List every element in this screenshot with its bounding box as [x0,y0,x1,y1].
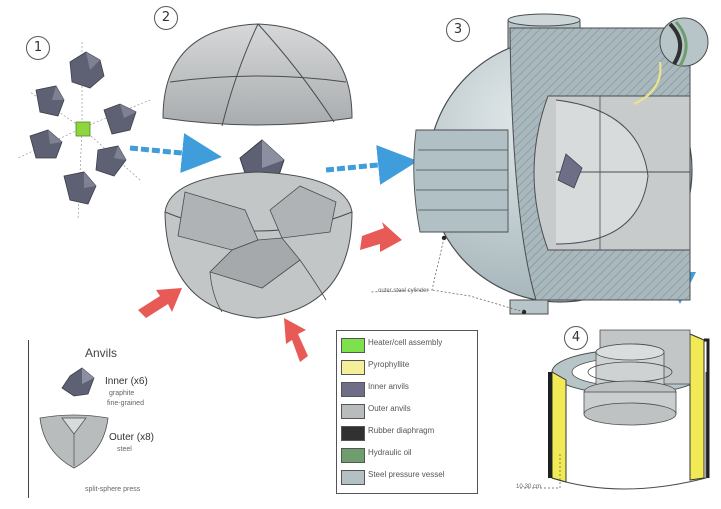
legend-item: Outer anvils [341,403,473,419]
materials-legend: Heater/cell assembly Pyrophyllite Inner … [336,330,478,494]
legend-label: Hydraulic oil [368,448,412,457]
step-number-3: 3 [446,18,470,42]
legend-label: Inner anvils [368,382,409,391]
legend-swatch [341,338,365,353]
anvils-legend-box: Anvils Inner (x6) graphite fine-grained … [28,340,189,498]
outer-anvil-label: Outer (x8) [109,432,155,443]
step2-split-sphere [162,23,353,319]
step-number-1: 1 [26,36,50,60]
sphere-callout: outer steel cylinder [378,288,429,294]
legend-item: Inner anvils [341,381,473,397]
inner-anvil-note: fine-grained [107,400,144,407]
step4-vessel [520,329,710,490]
legend-label: Outer anvils [368,404,411,413]
legend-label: Steel pressure vessel [368,470,445,479]
anvils-title: Anvils [85,346,118,360]
red-force-arrows [138,222,402,362]
zoom-leader [633,61,662,105]
legend-swatch [341,448,365,463]
legend-label: Pyrophyllite [368,360,410,369]
step-number-2: 2 [154,6,178,30]
inner-anvil-material: graphite [109,390,135,397]
legend-item: Rubber diaphragm [341,425,473,441]
zoom-detail [659,17,709,67]
legend-item: Steel pressure vessel [341,469,473,485]
legend-item: Pyrophyllite [341,359,473,375]
outer-anvil-material: steel [117,446,132,453]
arrow-step2-to-3 [325,145,418,185]
legend-item: Hydraulic oil [341,447,473,463]
legend-swatch [341,404,365,419]
legend-swatch [341,426,365,441]
step3-pressure-sphere [369,13,709,315]
step1-anvil-cluster [17,40,151,221]
anvil-icons [39,367,109,469]
legend-swatch [341,382,365,397]
legend-label: Rubber diaphragm [368,426,435,435]
legend-swatch [341,360,365,375]
step-number-4: 4 [564,326,588,350]
legend-label: Heater/cell assembly [368,338,443,347]
inner-cell [557,153,583,189]
arrow-step1-to-2 [129,133,222,173]
legend-item: Heater/cell assembly [341,337,473,353]
legend-swatch [341,470,365,485]
inner-anvil-label: Inner (x6) [105,376,148,387]
vessel-callout: 10-30 cm [516,484,542,490]
anvils-footnote: split-sphere press [85,486,141,493]
cell-assembly-cube [75,121,91,137]
